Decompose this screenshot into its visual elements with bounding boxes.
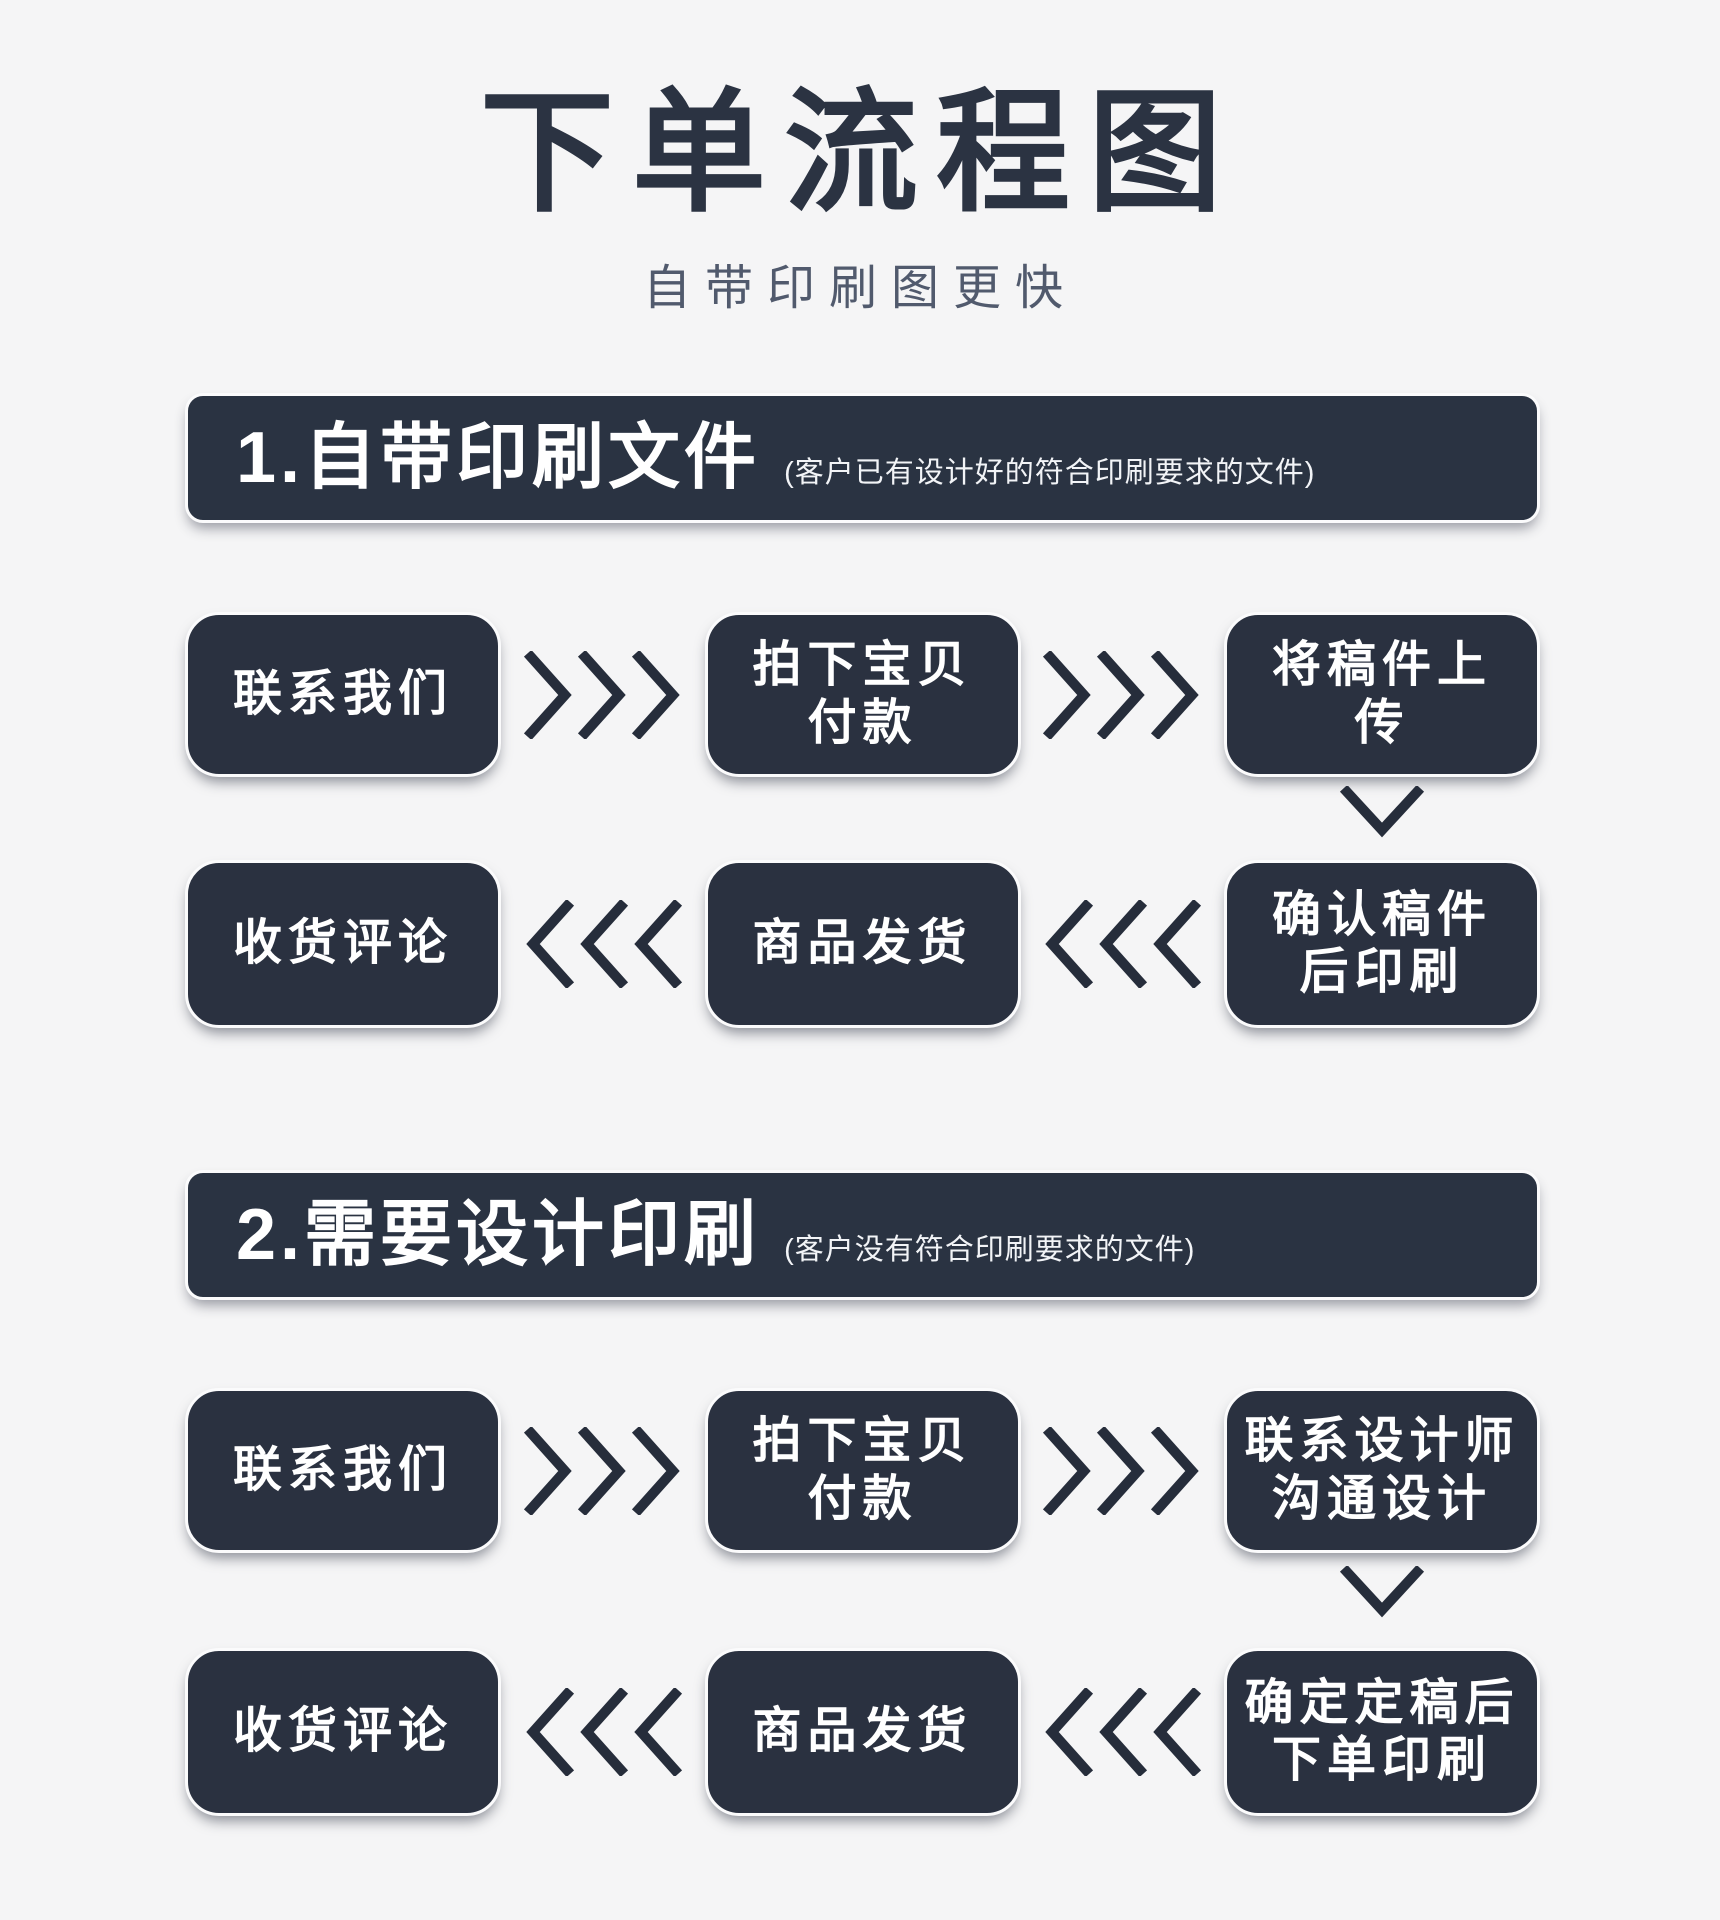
page-subtitle: 自带印刷图更快	[642, 262, 1077, 315]
flow-node-confirm-file-print: 确认稿件 后印刷	[1224, 860, 1540, 1028]
section-1-heading-bar: 1.自带印刷文件 (客户已有设计好的符合印刷要求的文件)	[185, 393, 1540, 523]
flow-node-ship-goods: 商品发货	[704, 860, 1021, 1028]
flow-arrow-left	[1042, 860, 1202, 1028]
flow-node-finalize-order-print: 确定定稿后 下单印刷	[1224, 1648, 1540, 1816]
triple-chevron-left-icon	[1045, 900, 1202, 988]
section-2-heading-note: (客户没有符合印刷要求的文件)	[784, 1234, 1196, 1266]
flow-arrow-right	[523, 1388, 683, 1553]
triple-chevron-right-icon	[1043, 1426, 1199, 1515]
flow-arrow-left	[523, 1648, 683, 1816]
triple-chevron-right-icon	[1043, 650, 1199, 739]
flow-node-ship-goods: 商品发货	[704, 1648, 1021, 1816]
section-1-bottom-row: 收货评论 商品发货 确认稿件 后印刷	[185, 860, 1540, 1028]
flow-node-contact-us: 联系我们	[185, 612, 501, 777]
section-2-heading: 2.需要设计印刷	[236, 1195, 761, 1275]
section-1-heading: 1.自带印刷文件	[236, 418, 761, 498]
chevron-down-icon	[1340, 786, 1424, 838]
flow-node-upload-file: 将稿件上 传	[1224, 612, 1540, 777]
flow-node-purchase-pay: 拍下宝贝 付款	[704, 612, 1021, 777]
triple-chevron-left-icon	[526, 900, 682, 988]
flow-arrow-left	[523, 860, 683, 1028]
section-1-heading-note: (客户已有设计好的符合印刷要求的文件)	[784, 457, 1316, 489]
flow-arrow-left	[1042, 1648, 1202, 1816]
section-2-heading-bar: 2.需要设计印刷 (客户没有符合印刷要求的文件)	[185, 1170, 1540, 1300]
page-title: 下单流程图	[479, 79, 1240, 228]
flow-arrow-right	[1042, 1388, 1202, 1553]
flow-arrow-down	[1340, 786, 1424, 838]
triple-chevron-right-icon	[523, 1426, 680, 1515]
flow-node-contact-us: 联系我们	[185, 1388, 501, 1553]
flow-node-receive-review: 收货评论	[185, 1648, 501, 1816]
section-2-top-row: 联系我们 拍下宝贝 付款 联系设计师 沟通设计	[185, 1388, 1540, 1553]
flow-arrow-right	[523, 612, 683, 777]
flow-node-contact-designer: 联系设计师 沟通设计	[1224, 1388, 1540, 1553]
triple-chevron-left-icon	[1045, 1688, 1202, 1776]
flow-arrow-down	[1340, 1566, 1424, 1618]
section-1-top-row: 联系我们 拍下宝贝 付款 将稿件上 传	[185, 612, 1540, 777]
triple-chevron-right-icon	[523, 650, 680, 739]
flow-node-purchase-pay: 拍下宝贝 付款	[704, 1388, 1021, 1553]
flow-node-receive-review: 收货评论	[185, 860, 501, 1028]
chevron-down-icon	[1340, 1566, 1424, 1618]
section-2-bottom-row: 收货评论 商品发货 确定定稿后 下单印刷	[185, 1648, 1540, 1816]
triple-chevron-left-icon	[526, 1688, 682, 1776]
flow-arrow-right	[1042, 612, 1202, 777]
